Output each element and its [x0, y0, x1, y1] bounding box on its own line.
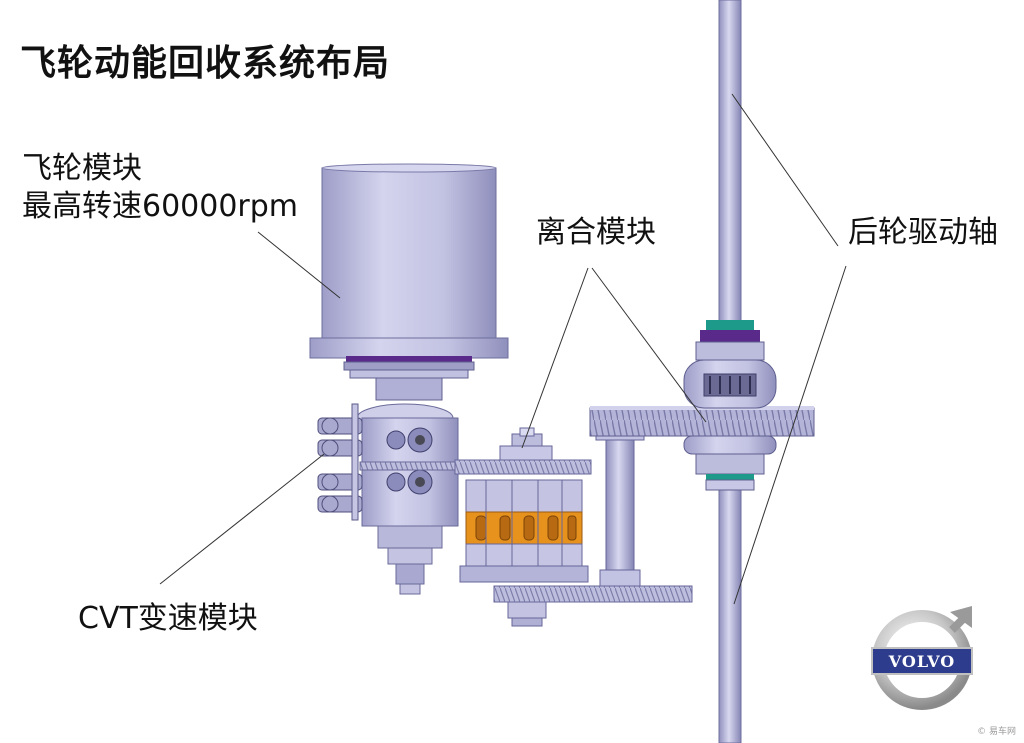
flywheel-leader-line [257, 231, 341, 299]
transfer-gear [454, 427, 592, 475]
flywheel-max-speed: 最高转速60000rpm [22, 189, 299, 224]
clutch-module-label: 离合模块 [536, 215, 656, 250]
flywheel-module-label: 飞轮模块 最高转速60000rpm [22, 150, 298, 226]
lower-gear [493, 585, 693, 627]
leader-lines [159, 93, 847, 605]
clutch-leader-line-right [591, 267, 707, 423]
flywheel-module-name: 飞轮模块 [22, 151, 142, 186]
clutch-leader-line-left [521, 267, 589, 449]
differential [683, 320, 777, 491]
flywheel-module [309, 163, 509, 401]
rear-axle-leader-line-upper [731, 93, 839, 247]
clutch-module [459, 479, 589, 583]
cvt-leader-line [159, 453, 325, 585]
rear-drive-axle-label: 后轮驱动轴 [848, 215, 998, 250]
watermark: © 易车网 [977, 727, 1016, 737]
rear-axle-leader-line-lower [733, 265, 847, 605]
volvo-logo: VOLVO [871, 606, 973, 710]
cvt-module [317, 403, 469, 595]
cvt-module-label: CVT变速模块 [78, 601, 258, 636]
final-drive-gear [589, 406, 815, 437]
page-title: 飞轮动能回收系统布局 [20, 43, 391, 84]
countershaft [595, 429, 645, 587]
volvo-logo-text: VOLVO [888, 652, 956, 671]
